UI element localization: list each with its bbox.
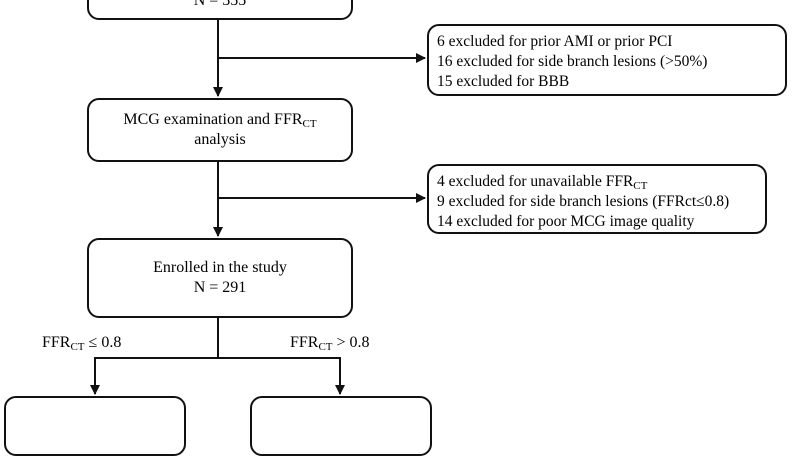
branch-label-left: FFRCT ≤ 0.8 bbox=[42, 334, 122, 353]
exclusion-2-line-2: 9 excluded for side branch lesions (FFRc… bbox=[437, 193, 730, 210]
mcg-line-1: MCG examination and FFRCT bbox=[123, 111, 317, 130]
exclusion-1-line-2: 16 excluded for side branch lesions (>50… bbox=[437, 53, 708, 70]
exclusion-2-line-1: 4 excluded for unavailable FFRCT bbox=[437, 173, 648, 192]
mcg-ffr-box: MCG examination and FFRCT analysis bbox=[87, 98, 353, 162]
group-box-ffr-low bbox=[4, 396, 186, 456]
exclusion-1-line-3: 15 excluded for BBB bbox=[437, 73, 570, 90]
flow-connectors bbox=[90, 18, 426, 395]
enrolled-line-1: Enrolled in the study bbox=[153, 259, 287, 276]
mcg-line-2: analysis bbox=[194, 131, 246, 148]
screened-box: N = 355 bbox=[87, 0, 353, 20]
enrolled-box: Enrolled in the study N = 291 bbox=[87, 238, 353, 318]
exclusion-2-line-3: 14 excluded for poor MCG image quality bbox=[437, 213, 695, 230]
exclusion-box-1: 6 excluded for prior AMI or prior PCI 16… bbox=[427, 24, 787, 96]
exclusion-box-2: 4 excluded for unavailable FFRCT 9 exclu… bbox=[427, 164, 767, 234]
enrolled-count: N = 291 bbox=[193, 279, 247, 296]
screened-count: N = 355 bbox=[193, 0, 247, 9]
group-box-ffr-high bbox=[250, 396, 432, 456]
branch-label-right: FFRCT > 0.8 bbox=[290, 334, 370, 353]
exclusion-1-line-1: 6 excluded for prior AMI or prior PCI bbox=[437, 33, 673, 50]
